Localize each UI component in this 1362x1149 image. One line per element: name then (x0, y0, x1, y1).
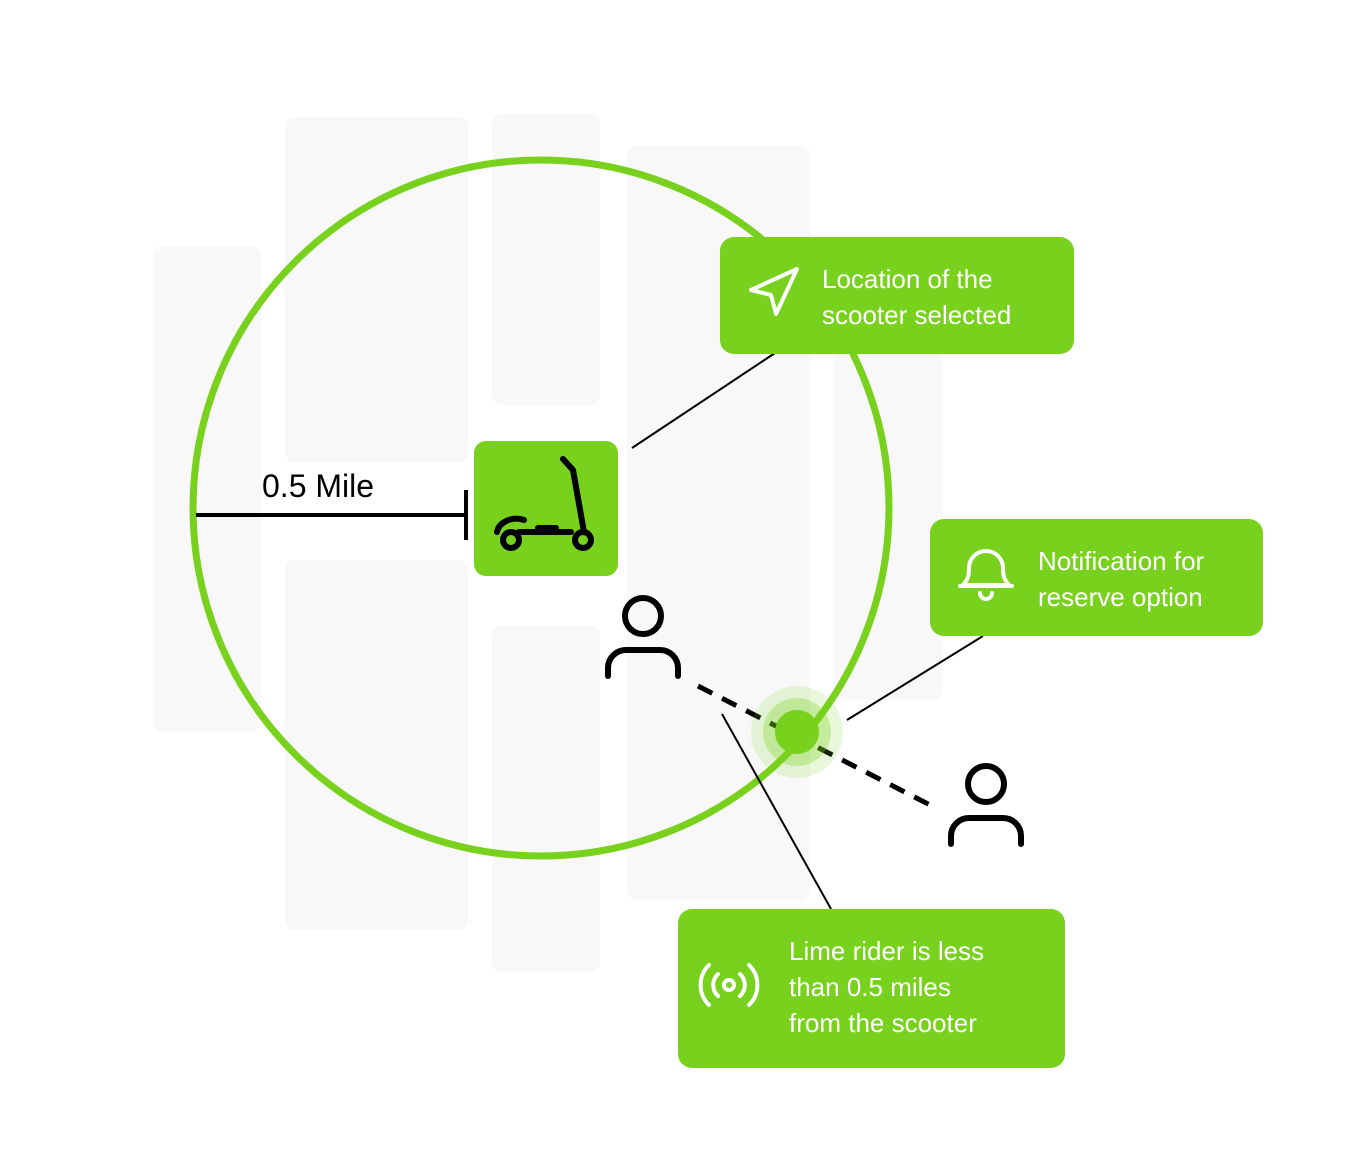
map-block (153, 246, 261, 732)
map-block (285, 117, 468, 463)
leader-line-proximity (721, 713, 832, 910)
radius-label: 0.5 Mile (262, 468, 374, 504)
callout-proximity-text: Lime rider is less than 0.5 miles from t… (789, 936, 991, 1038)
pulse-core (775, 710, 819, 754)
callout-location-line-2: scooter selected (822, 300, 1011, 330)
person-icon (948, 763, 1024, 847)
map-block (285, 560, 468, 930)
leader-line-location (631, 352, 776, 449)
range-circle (189, 156, 893, 860)
leader-lines (631, 352, 984, 910)
callout-notification-line-2: reserve option (1038, 582, 1203, 612)
leader-line-notification (846, 635, 984, 721)
callout-proximity-line-2: than 0.5 miles (789, 972, 951, 1002)
person-icon (605, 595, 681, 679)
broadcast-signal-icon (698, 963, 760, 1007)
scooter-marker-tile[interactable] (474, 441, 618, 576)
callout-location-text: Location of the scooter selected (822, 264, 1011, 330)
bell-icon (958, 549, 1014, 601)
callout-proximity-box (678, 909, 1065, 1068)
scooter-icon (494, 456, 594, 551)
callout-notification-line-1: Notification for (1038, 546, 1205, 576)
callout-location-box (720, 237, 1074, 354)
scooter-marker[interactable] (474, 441, 618, 576)
navigation-arrow-icon (749, 267, 799, 316)
pulse-dot (751, 686, 843, 778)
callout-proximity: Lime rider is less than 0.5 miles from t… (678, 909, 1065, 1068)
callout-notification-text: Notification for reserve option (1038, 546, 1211, 612)
callout-location: Location of the scooter selected (720, 237, 1074, 354)
callout-notification-box (930, 519, 1263, 636)
callout-notification: Notification for reserve option (930, 519, 1263, 636)
radius-indicator: 0.5 Mile (196, 468, 468, 540)
rider-path-dashed (696, 683, 932, 808)
rider-near (605, 595, 681, 679)
callout-location-line-1: Location of the (822, 264, 993, 294)
callout-proximity-line-1: Lime rider is less (789, 936, 984, 966)
map-block (492, 625, 600, 972)
callout-proximity-line-3: from the scooter (789, 1008, 977, 1038)
rider-far (948, 763, 1024, 847)
map-block (492, 114, 600, 405)
